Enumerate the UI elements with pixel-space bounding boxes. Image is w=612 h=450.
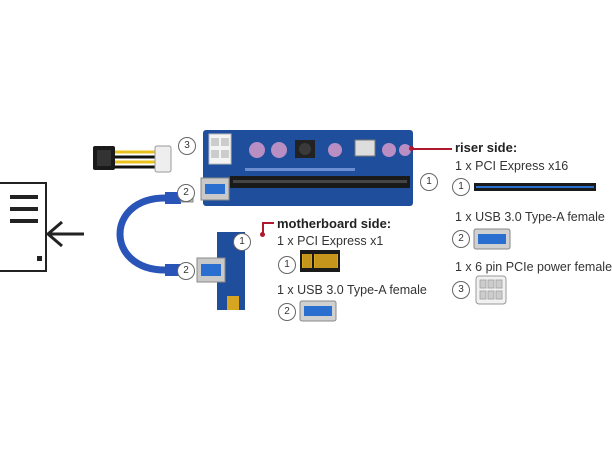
riser-leader-line [412, 148, 452, 150]
6-pin-power-connector-icon [475, 275, 507, 305]
riser-item-3-label: 1 x 6 pin PCIe power female [455, 260, 612, 274]
pcie-x16-slot-icon [474, 180, 596, 194]
mb-item-1-num: 1 [278, 256, 296, 274]
callout-riser-power: 3 [178, 137, 196, 155]
callout-riser-usb: 2 [177, 184, 195, 202]
riser-item-1-num: 1 [452, 178, 470, 196]
callout-cable-usb-bottom: 2 [177, 262, 195, 280]
riser-item-2-label: 1 x USB 3.0 Type-A female [455, 210, 605, 224]
riser-item-3-num: 3 [452, 281, 470, 299]
riser-heading: riser side: [455, 140, 518, 155]
6-pin-plug [154, 145, 172, 173]
riser-item-1-label: 1 x PCI Express x16 [455, 159, 569, 173]
callout-mb-slot: 1 [233, 233, 251, 251]
usb-cable [116, 194, 166, 274]
pcie-x1-edge-connector-icon [300, 250, 340, 272]
mb-item-1-label: 1 x PCI Express x1 [277, 234, 384, 248]
mb-leader-line-v [262, 222, 264, 234]
riser-item-2-num: 2 [452, 230, 470, 248]
riser-leader-dot [409, 146, 414, 151]
callout-riser-slot: 1 [420, 173, 438, 191]
motherboard-heading: motherboard side: [277, 216, 392, 231]
mb-leader-line-h [262, 222, 274, 224]
riser-kit-illustration [85, 120, 435, 320]
mb-leader-dot [260, 232, 265, 237]
document-arrow-icon [0, 178, 90, 278]
usb-a-port-icon [299, 300, 337, 322]
mb-item-2-num: 2 [278, 303, 296, 321]
usb-a-port-icon [473, 228, 511, 250]
mb-item-2-label: 1 x USB 3.0 Type-A female [277, 283, 427, 297]
